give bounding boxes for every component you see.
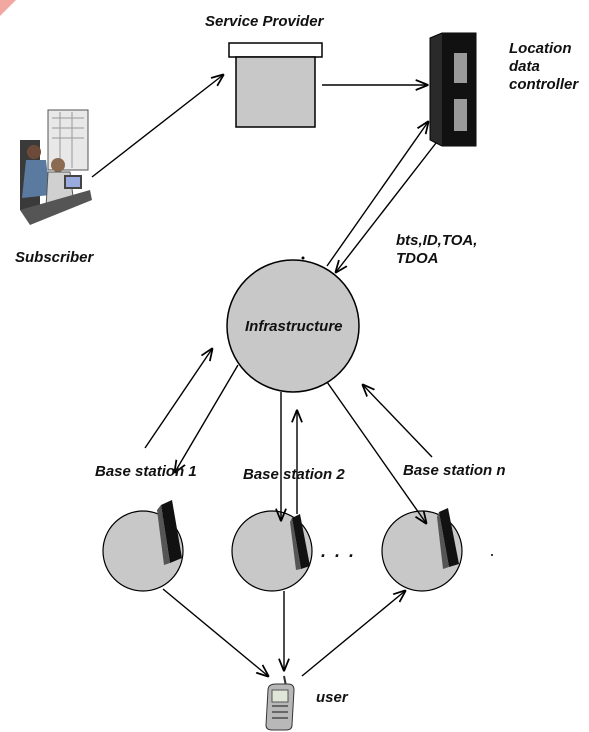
signals-label: bts,ID,TOA, TDOA — [396, 232, 477, 268]
server-rack-icon — [429, 32, 477, 147]
subscriber-label: Subscriber — [15, 249, 94, 266]
location-controller-line-2: data — [509, 58, 540, 75]
base-station-1-label: Base station 1 — [95, 463, 197, 480]
arrow-bsn-infra — [363, 385, 433, 458]
antenna-tower-icon — [290, 514, 310, 570]
arrow-infra-to-controller — [326, 122, 428, 267]
infrastructure-node — [226, 259, 360, 393]
arrow-bs1-to-infra — [144, 349, 212, 449]
arrow-bs1-to-user — [162, 588, 268, 676]
ellipsis-label: . . . — [321, 541, 357, 561]
arrow-controller-to-infra — [336, 142, 437, 272]
arrow-user-to-bsn — [301, 591, 405, 677]
corner-accent — [0, 0, 16, 16]
signals-line-2: TDOA — [396, 250, 439, 267]
antenna-tower-icon — [157, 500, 182, 565]
arrow-subscriber-to-provider — [91, 75, 223, 178]
office-workers-icon — [20, 109, 92, 225]
infrastructure-label: Infrastructure — [245, 318, 343, 335]
location-controller-line-3: controller — [509, 76, 579, 93]
base-station-2-label: Base station 2 — [243, 466, 345, 483]
service-provider-node — [228, 42, 323, 128]
location-controller-line-1: Location — [509, 40, 572, 57]
signals-line-1: bts,ID,TOA, — [396, 232, 478, 249]
antenna-tower-icon — [437, 508, 459, 569]
mobile-phone-icon — [265, 675, 295, 731]
user-label: user — [316, 689, 348, 706]
location-controller-label: Location data controller — [509, 40, 578, 94]
base-station-n-label: Base station n — [403, 462, 506, 479]
service-provider-label: Service Provider — [205, 13, 324, 30]
arrow-infra-to-bs1 — [175, 364, 239, 472]
arrow-infra-to-bsn — [326, 381, 426, 523]
